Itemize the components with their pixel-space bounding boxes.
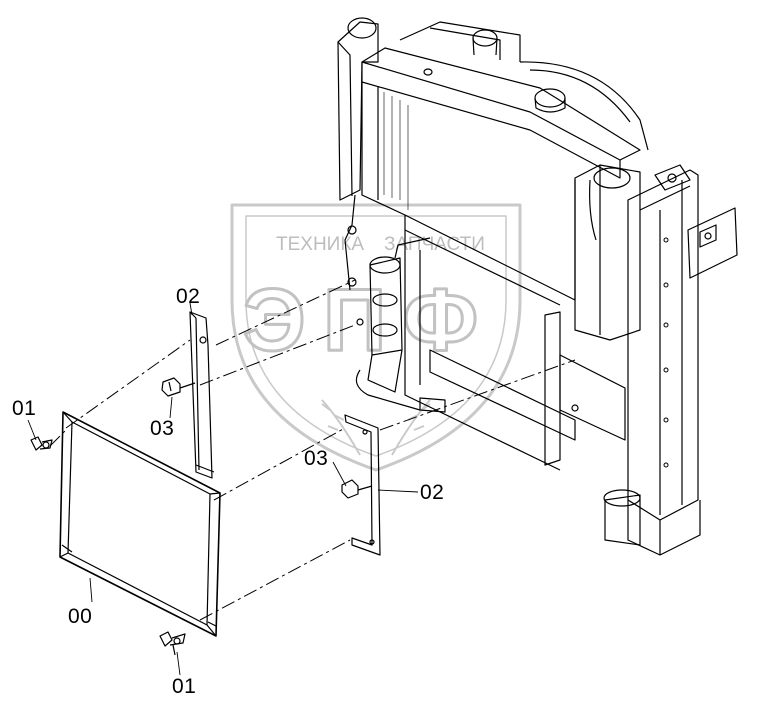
core-fins [383,92,409,210]
leader-lines [27,302,419,676]
watermark-letters: Э П Ф ТЕХНИКА ЗАПЧАСТИ [242,234,485,371]
callout-03-left: 03 [150,417,175,440]
bolt-part-03-left [161,377,196,397]
assembly-lines [49,279,576,621]
bolt-part-03-right [341,479,373,499]
callout-03-right: 03 [304,447,329,470]
watermark-letter-f: Ф [403,270,478,369]
watermark-logo [230,203,522,472]
callout-02-left: 02 [176,285,201,308]
watermark-text-tehnika: ТЕХНИКА [276,234,364,255]
callout-02-right: 02 [420,481,445,504]
screen-frame-part-00 [59,411,221,637]
wheat-icon [321,399,431,456]
radiator-assembly [337,17,738,556]
wing-nut-part-01-top [30,436,53,451]
callout-01-top: 01 [12,397,37,420]
callout-01-bottom: 01 [172,675,197,698]
watermark-letter-e: Э [243,270,306,369]
frame-bolts [663,237,669,468]
bracket-part-02-left [189,311,215,479]
bracket-part-02-right [344,414,381,556]
callout-00: 00 [68,605,93,628]
filter-drier [347,237,431,411]
wing-nut-part-01-bottom [159,631,186,656]
